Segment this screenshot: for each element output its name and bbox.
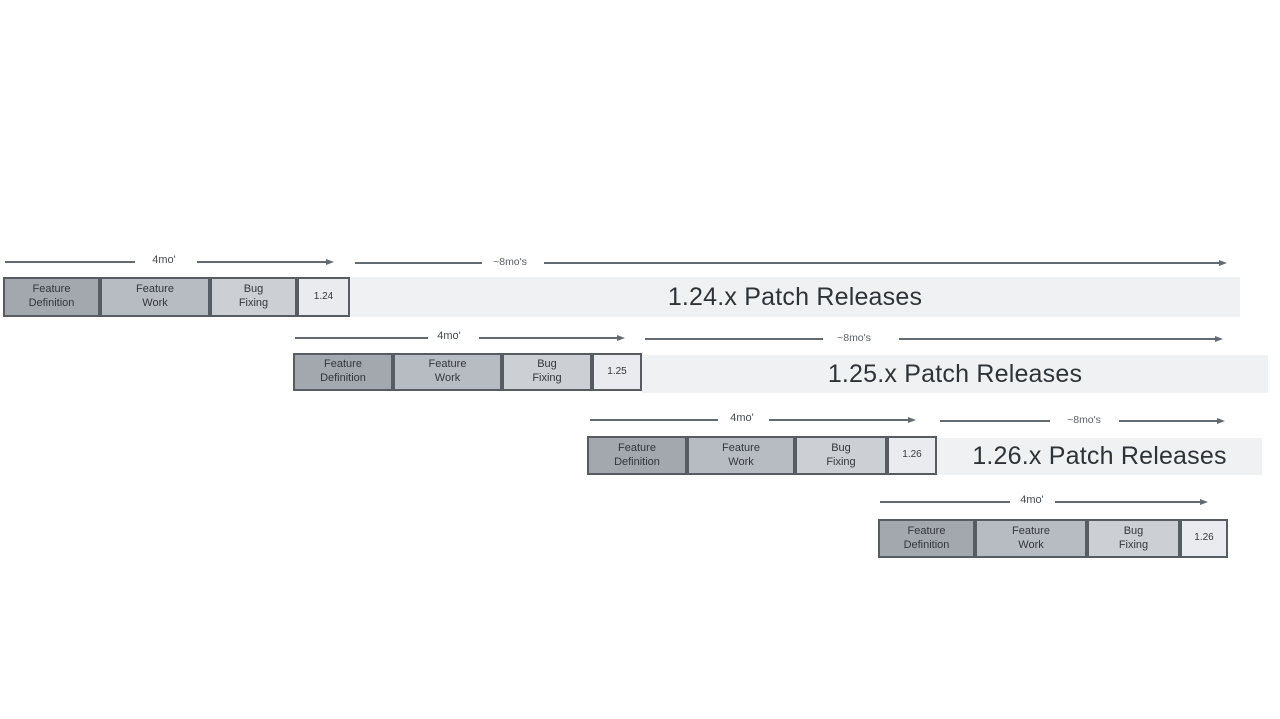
dev-timeline-line [5, 261, 135, 263]
version-label: 1.26 [902, 449, 922, 461]
phase-label: Work [142, 297, 168, 309]
arrow-right-icon [908, 416, 916, 423]
phase-label: Bug [537, 358, 557, 371]
arrow-right-icon [1219, 259, 1227, 266]
patch-releases-label: 1.24.x Patch Releases [667, 282, 923, 311]
phase-label: Feature [618, 441, 656, 454]
phase-label: Fixing [532, 372, 562, 384]
patch-releases-label: 1.26.x Patch Releases [972, 442, 1227, 470]
phase-label: Bug [243, 283, 264, 296]
phase-label: Fixing [826, 455, 856, 468]
version-box: 1.26 [887, 436, 937, 475]
patch-timeline-line [940, 420, 1050, 422]
version-label: 1.25 [607, 365, 627, 377]
phase-label: Work [434, 372, 461, 384]
phase-box-feature-work: Feature Work [975, 519, 1087, 558]
patch-duration-label: ~8mo's [837, 332, 871, 344]
version-box: 1.26 [1180, 519, 1228, 558]
phase-label: Bug [1123, 524, 1144, 537]
patch-releases-label: 1.25.x Patch Releases [827, 359, 1083, 388]
dev-timeline-line [295, 337, 428, 339]
dev-timeline-line [769, 419, 909, 421]
version-label: 1.26 [1194, 532, 1214, 544]
phase-box-bug-fixing: Bug Fixing [1087, 519, 1180, 558]
dev-timeline-line [880, 501, 1010, 503]
phase-box-feature-definition: Feature Definition [587, 436, 687, 475]
phase-label: Bug [831, 441, 851, 454]
phase-box-feature-definition: Feature Definition [3, 277, 100, 317]
version-box: 1.24 [297, 277, 350, 317]
phase-box-bug-fixing: Bug Fixing [502, 353, 592, 391]
phase-label: Feature [722, 441, 760, 454]
phase-label: Definition [903, 538, 950, 551]
version-box: 1.25 [592, 353, 642, 391]
arrow-right-icon [1200, 498, 1208, 505]
phase-label: Work [1018, 538, 1044, 551]
phase-box-bug-fixing: Bug Fixing [210, 277, 297, 317]
phase-box-feature-definition: Feature Definition [293, 353, 393, 391]
phase-box-bug-fixing: Bug Fixing [795, 436, 887, 475]
patch-timeline-line [899, 338, 1216, 340]
arrow-right-icon [617, 334, 625, 341]
phase-label: Work [728, 455, 754, 468]
phase-label: Feature [32, 283, 71, 296]
phase-label: Fixing [1118, 538, 1149, 551]
dev-timeline-line [590, 419, 718, 421]
dev-timeline-line [197, 261, 327, 263]
patch-releases-bar: 1.25.x Patch Releases [642, 355, 1268, 393]
phase-box-feature-work: Feature Work [100, 277, 210, 317]
arrow-right-icon [326, 258, 334, 265]
dev-duration-label: 4mo' [152, 254, 176, 266]
patch-releases-bar: 1.24.x Patch Releases [350, 277, 1240, 317]
patch-timeline-line [1119, 420, 1218, 422]
patch-timeline-line [355, 262, 482, 264]
dev-timeline-line [479, 337, 618, 339]
version-label: 1.24 [313, 290, 334, 302]
phase-label: Definition [320, 372, 366, 384]
patch-releases-bar: 1.26.x Patch Releases [937, 438, 1262, 475]
patch-duration-label: ~8mo's [493, 256, 527, 268]
phase-label: Fixing [238, 297, 269, 309]
dev-duration-label: 4mo' [1020, 494, 1044, 506]
patch-timeline-line [645, 338, 823, 340]
phase-box-feature-definition: Feature Definition [878, 519, 975, 558]
patch-duration-label: ~8mo's [1067, 414, 1101, 426]
phase-label: Feature [428, 358, 467, 371]
phase-label: Feature [136, 283, 174, 296]
dev-duration-label: 4mo' [730, 412, 754, 424]
arrow-right-icon [1215, 335, 1223, 342]
phase-label: Definition [614, 455, 660, 468]
patch-timeline-line [544, 262, 1220, 264]
phase-box-feature-work: Feature Work [687, 436, 795, 475]
dev-duration-label: 4mo' [437, 330, 461, 342]
dev-timeline-line [1055, 501, 1201, 503]
phase-label: Feature [907, 524, 946, 537]
phase-label: Feature [1012, 524, 1050, 537]
phase-label: Definition [28, 297, 75, 309]
arrow-right-icon [1217, 417, 1225, 424]
phase-label: Feature [324, 358, 362, 371]
phase-box-feature-work: Feature Work [393, 353, 502, 391]
